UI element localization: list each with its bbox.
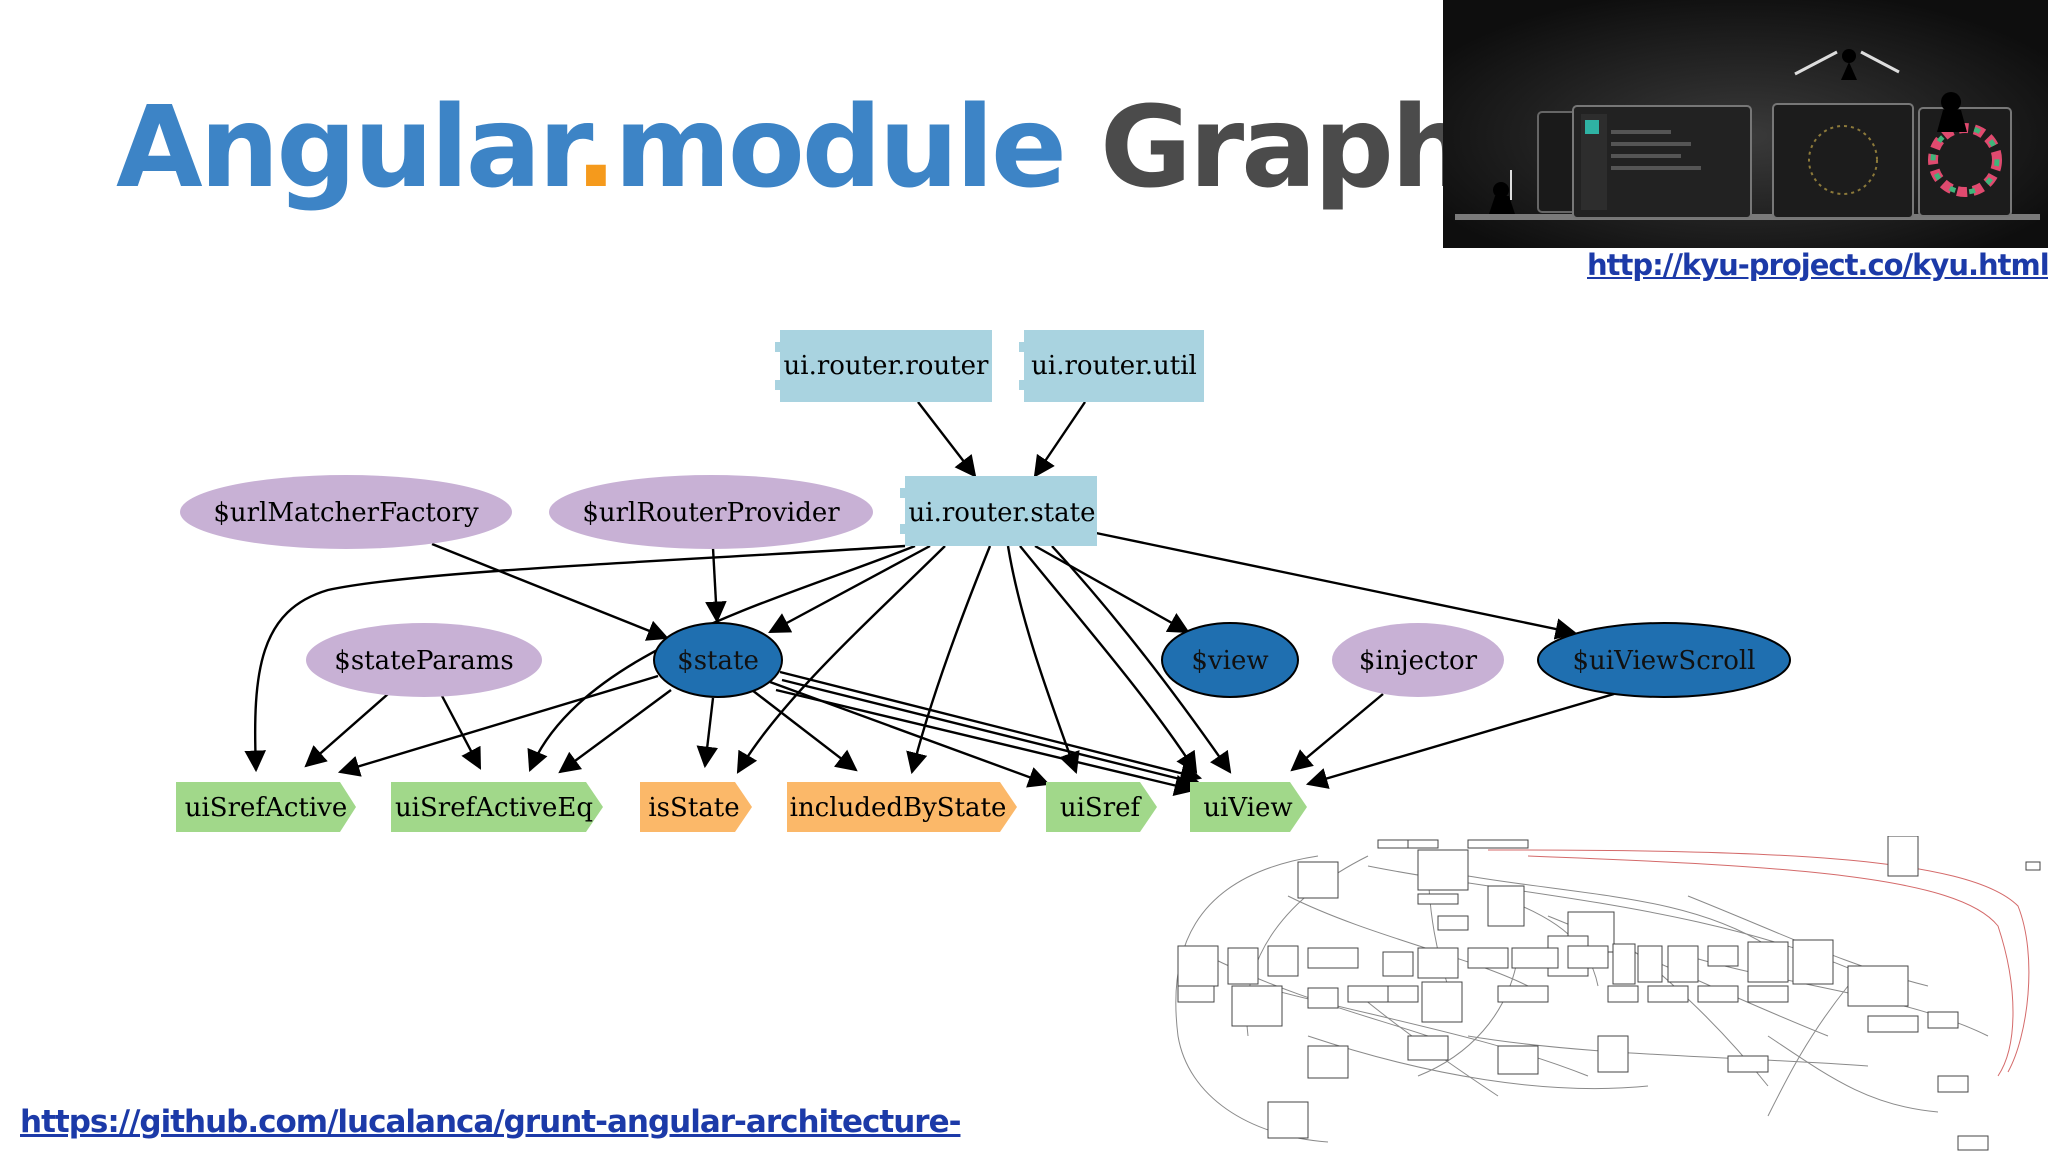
graph-module-nodes: ui.router.router ui.router.util ui.route… xyxy=(775,330,1204,546)
edge-state-module-to-includedbystate xyxy=(906,545,992,775)
graph-service-nodes: $state $view $uiViewScroll xyxy=(653,622,1791,698)
github-architecture-link[interactable]: https://github.com/lucalanca/grunt-angul… xyxy=(20,1104,961,1140)
edge-state-to-uisrefactive xyxy=(337,674,659,777)
graph-edges xyxy=(244,401,1615,796)
edge-urlmatcherfactory-to-state xyxy=(431,542,670,641)
edge-state-module-to-state xyxy=(768,544,931,634)
graph-directive-nodes: uiSrefActive uiSrefActiveEq isState incl… xyxy=(176,782,1307,832)
node-urlmatcherfactory[interactable]: $urlMatcherFactory xyxy=(180,475,512,549)
node-label: ui.router.router xyxy=(784,351,989,381)
title-part-module: module xyxy=(614,83,1067,213)
edge-uiviewscroll-to-uiview xyxy=(1305,692,1615,789)
title-part-angular: Angular xyxy=(116,83,578,213)
node-uisrefactiveeq[interactable]: uiSrefActiveEq xyxy=(391,782,603,832)
large-architecture-graph-thumbnail xyxy=(1175,836,2041,1151)
node-view[interactable]: $view xyxy=(1161,622,1299,698)
node-label: uiView xyxy=(1203,793,1292,823)
node-label: $injector xyxy=(1359,646,1478,676)
edge-injector-to-uiview xyxy=(1290,693,1384,772)
dependency-graph: ui.router.router ui.router.util ui.route… xyxy=(176,330,1791,832)
kyu-screenshot-image xyxy=(1443,0,2048,248)
edge-stateparams-to-uisrefactiveeq xyxy=(439,693,482,770)
node-injector[interactable]: $injector xyxy=(1332,623,1504,697)
node-label: $view xyxy=(1191,646,1268,676)
edge-state-to-uiview-a xyxy=(779,670,1203,784)
node-uiview[interactable]: uiView xyxy=(1190,782,1307,832)
title-part-graph: Graph xyxy=(1100,83,1471,213)
node-isstate[interactable]: isState xyxy=(640,782,752,832)
edge-state-to-uiview-b xyxy=(781,678,1203,790)
edge-state-to-isstate xyxy=(696,697,718,769)
node-uiviewscroll[interactable]: $uiViewScroll xyxy=(1537,622,1791,698)
edge-state-to-uisrefactiveeq xyxy=(558,689,672,774)
edge-util-to-state-module xyxy=(1033,401,1086,478)
edge-state-module-to-uiview-a xyxy=(1019,545,1198,774)
edge-urlrouterprovider-to-state xyxy=(705,547,727,624)
node-label: includedByState xyxy=(790,793,1007,823)
node-label: $state xyxy=(677,646,759,676)
edge-router-to-state-module xyxy=(917,401,977,478)
node-label: $stateParams xyxy=(334,646,513,676)
node-ui-router-state[interactable]: ui.router.state xyxy=(900,476,1097,546)
edge-state-module-to-uiview-b xyxy=(1051,545,1232,774)
node-label: isState xyxy=(648,793,739,823)
slide-title: Angular.module Graph xyxy=(116,92,1471,204)
laptops-illustration xyxy=(1443,0,2048,248)
node-label: uiSrefActiveEq xyxy=(395,793,593,823)
node-label: ui.router.util xyxy=(1031,351,1197,381)
node-urlrouterprovider[interactable]: $urlRouterProvider xyxy=(549,475,873,549)
edge-state-module-to-uiviewscroll xyxy=(1095,531,1578,640)
node-label: $urlMatcherFactory xyxy=(213,498,479,528)
node-uisrefactive[interactable]: uiSrefActive xyxy=(176,782,356,832)
edge-stateparams-to-uisrefactive xyxy=(304,693,389,768)
node-label: $urlRouterProvider xyxy=(582,498,840,528)
edge-state-module-to-uisrefactive xyxy=(244,544,906,773)
edge-state-to-uisref xyxy=(769,680,1051,788)
title-dot: . xyxy=(574,83,618,213)
kyu-project-link[interactable]: http://kyu-project.co/kyu.html xyxy=(1587,248,2048,282)
graph-provider-nodes: $urlMatcherFactory $urlRouterProvider $s… xyxy=(180,475,1504,697)
edge-state-to-includedbystate xyxy=(751,689,858,772)
node-label: $uiViewScroll xyxy=(1573,646,1756,676)
node-label: uiSrefActive xyxy=(185,793,348,823)
node-label: uiSref xyxy=(1060,793,1143,823)
edge-state-module-to-view xyxy=(1034,544,1190,634)
node-stateparams[interactable]: $stateParams xyxy=(306,623,542,697)
node-uisref[interactable]: uiSref xyxy=(1046,782,1157,832)
node-ui-router-util[interactable]: ui.router.util xyxy=(1019,330,1204,402)
node-label: ui.router.state xyxy=(909,498,1096,528)
node-ui-router-router[interactable]: ui.router.router xyxy=(775,330,992,402)
node-state[interactable]: $state xyxy=(653,622,783,698)
edge-state-to-uiview-c xyxy=(775,688,1197,796)
edge-state-module-to-isstate xyxy=(736,545,946,774)
node-includedbystate[interactable]: includedByState xyxy=(787,782,1017,832)
